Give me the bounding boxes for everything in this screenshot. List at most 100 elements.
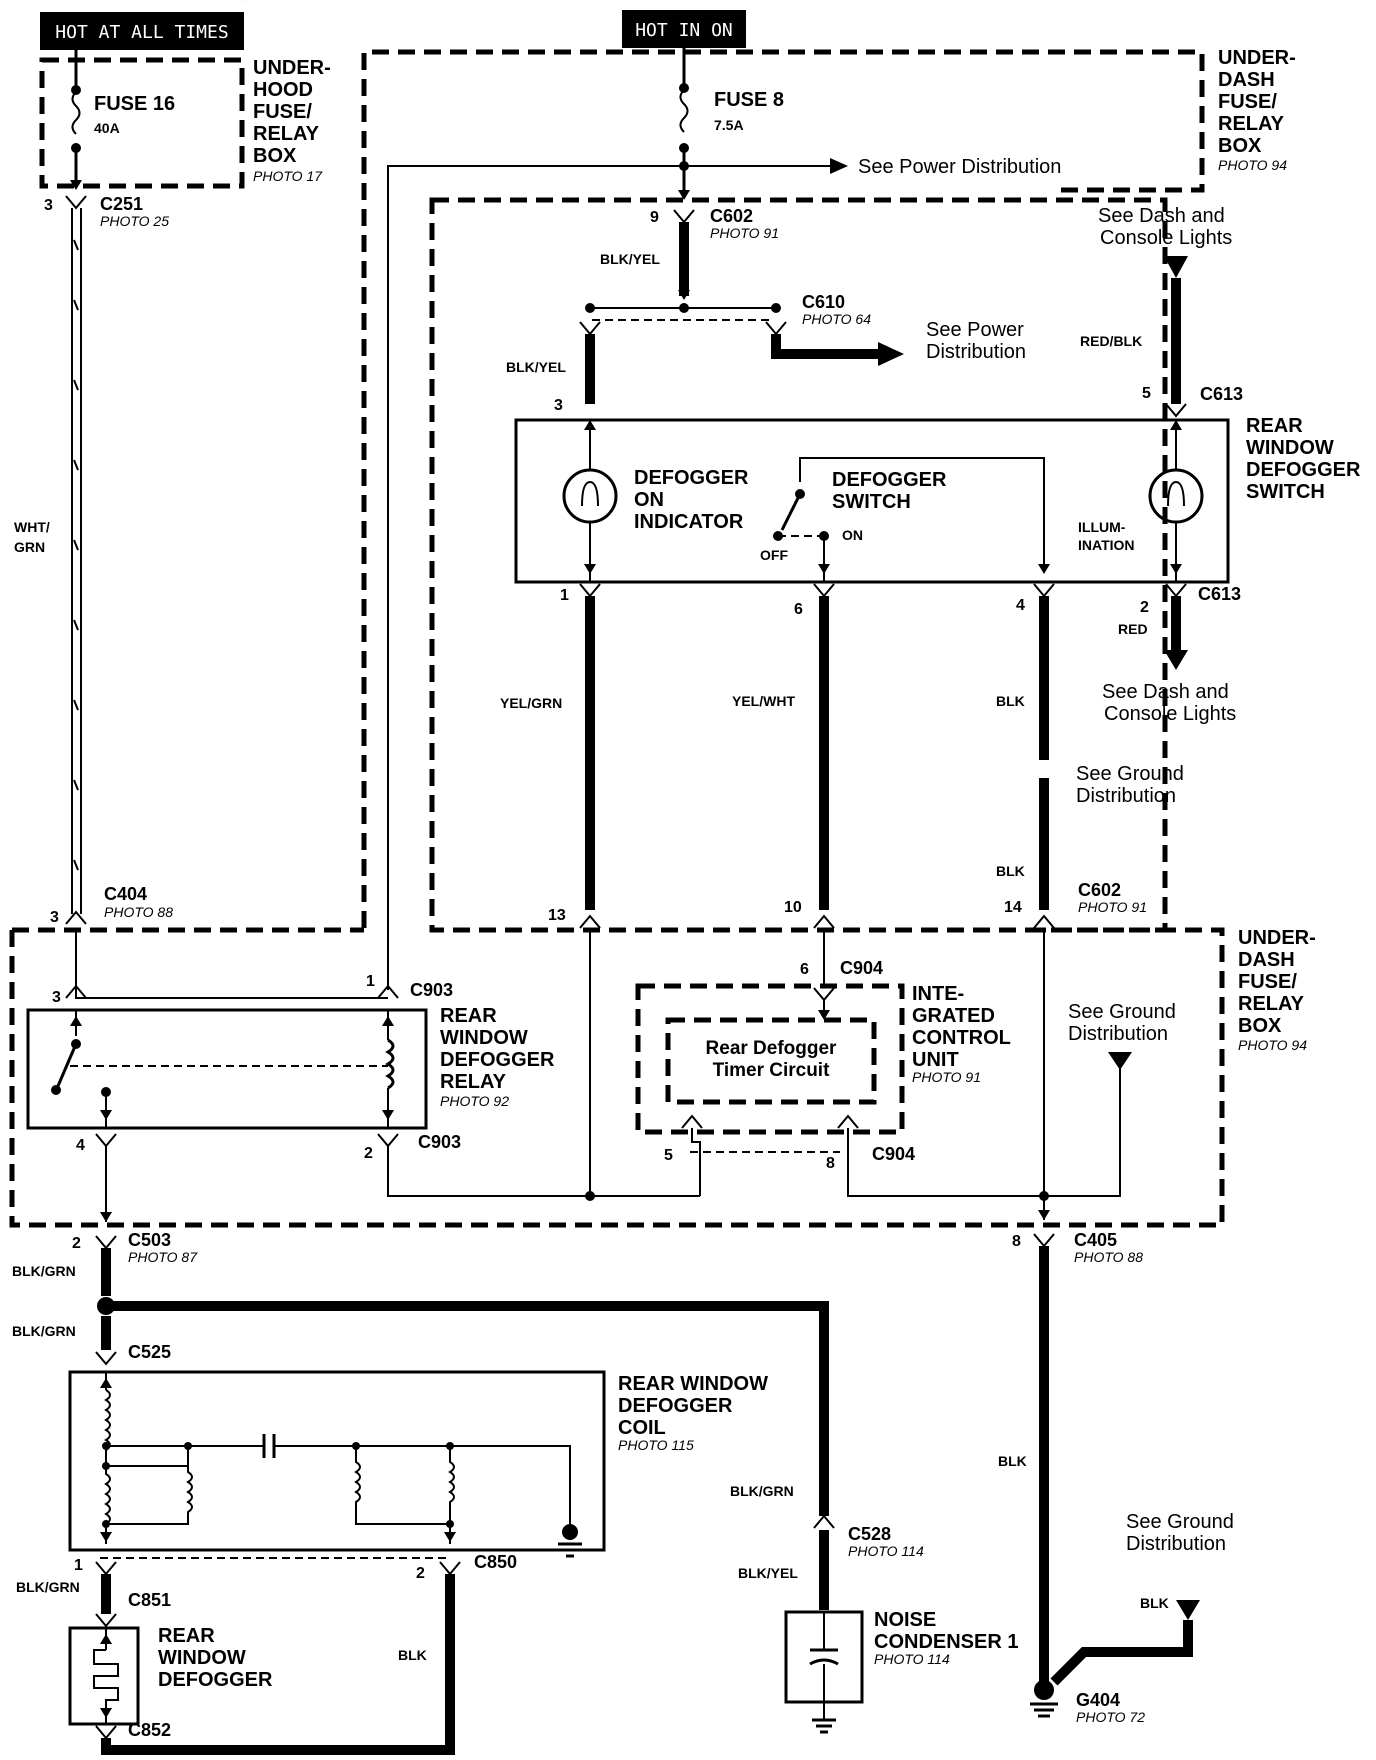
underdash-top-l5: BOX: [1218, 135, 1262, 157]
wire-blk-defogger-return: [101, 1574, 455, 1755]
c851-name: C851: [128, 1590, 171, 1610]
ground3-b: Distribution: [1126, 1533, 1226, 1555]
c610-connector: [765, 321, 787, 336]
underdash-top-photo: PHOTO 94: [1218, 157, 1287, 173]
underhood-l2: HOOD: [253, 79, 313, 101]
dash-top-a: See Dash and: [1098, 205, 1225, 227]
c602-bot-name: C602: [1078, 880, 1121, 900]
blk-label-1: BLK: [996, 693, 1025, 709]
c528-name: C528: [848, 1524, 891, 1544]
switch-l2: WINDOW: [1246, 437, 1334, 459]
coil-l1: REAR WINDOW: [618, 1373, 768, 1395]
switch-l1: REAR: [1246, 415, 1303, 437]
c903-top-name: C903: [410, 980, 453, 1000]
c602-bot-pin3: 14: [1004, 899, 1022, 916]
c903-top-pin-right: 1: [366, 973, 375, 990]
c851-pin: 1: [74, 1557, 83, 1574]
c903-bot-pin-right: 2: [364, 1145, 373, 1162]
timer-outline: [665, 1017, 877, 1105]
c251-pin: 3: [44, 197, 53, 214]
hot-at-all-times-tag: [40, 12, 244, 50]
underhood-box-outline: [39, 57, 245, 189]
dash-top-b: Console Lights: [1100, 227, 1232, 249]
fuse16-rating: 40A: [94, 120, 120, 136]
underdash-bottom-l5: BOX: [1238, 1015, 1282, 1037]
illumination-l2: INATION: [1078, 537, 1135, 553]
red-blk-label: RED/BLK: [1080, 333, 1142, 349]
blk-label-5: BLK: [1140, 1595, 1169, 1611]
switch-pin-4: 4: [1016, 597, 1025, 614]
underhood-l4: RELAY: [253, 123, 320, 145]
blk-label-4: BLK: [998, 1453, 1027, 1469]
c602-bot-pin2: 10: [784, 899, 802, 916]
noise-l1: NOISE: [874, 1609, 936, 1631]
icu-l4: UNIT: [912, 1049, 959, 1071]
yel-wht-label: YEL/WHT: [732, 693, 795, 709]
c610-name: C610: [802, 292, 845, 312]
icu-l2: GRATED: [912, 1005, 995, 1027]
blk-yel-top-label: BLK/YEL: [600, 251, 660, 267]
yel-grn-label: YEL/GRN: [500, 695, 562, 711]
c903-bot-name: C903: [418, 1132, 461, 1152]
underdash-box-top-outline: [361, 49, 1205, 928]
c613-bottom-pin: 2: [1140, 599, 1149, 616]
icu-photo: PHOTO 91: [912, 1069, 981, 1085]
indicator-l1: DEFOGGER: [634, 467, 749, 489]
c613-top-name: C613: [1200, 384, 1243, 404]
switch-pin-6: 6: [794, 601, 803, 618]
dash-bot-a: See Dash and: [1102, 681, 1229, 703]
c602-top-connector: [673, 209, 695, 224]
relay-l3: DEFOGGER: [440, 1049, 555, 1071]
noise-l2: CONDENSER 1: [874, 1631, 1018, 1653]
defogger-switch-l1: DEFOGGER: [832, 469, 947, 491]
fuse8-name: FUSE 8: [714, 89, 784, 111]
underdash-bottom-l2: DASH: [1238, 949, 1295, 971]
blk-grn-label-4: BLK/GRN: [16, 1579, 80, 1595]
defogger-l1: REAR: [158, 1625, 215, 1647]
c251-name: C251: [100, 194, 143, 214]
wire-blk-grn-noise: [106, 1301, 829, 1516]
g404-ground-icon: [1034, 1680, 1054, 1700]
underdash-top-l2: DASH: [1218, 69, 1275, 91]
switch-off-label: OFF: [760, 547, 788, 563]
noise-photo: PHOTO 114: [874, 1651, 950, 1667]
blk-grn-label-1: BLK/GRN: [12, 1263, 76, 1279]
icu-outline: [635, 983, 905, 1135]
defogger-switch-l2: SWITCH: [832, 491, 911, 513]
illumination-l1: ILLUM-: [1078, 519, 1126, 535]
switch-on-label: ON: [842, 527, 863, 543]
underdash-bottom-l4: RELAY: [1238, 993, 1305, 1015]
c503-pin: 2: [72, 1235, 81, 1252]
timer-l2: Timer Circuit: [713, 1060, 831, 1081]
ground2-a: See Ground: [1068, 1001, 1176, 1023]
switch-l3: DEFOGGER: [1246, 459, 1361, 481]
ground1-b: Distribution: [1076, 785, 1176, 807]
blk-yel-nc-label: BLK/YEL: [738, 1565, 798, 1581]
defogger-l3: DEFOGGER: [158, 1669, 273, 1691]
indicator-bulb-icon: [562, 468, 618, 524]
rear-window-defogger-coil-box: [68, 1370, 606, 1552]
hot-at-all-times-label: HOT AT ALL TIMES: [55, 22, 228, 43]
c904-bot-pin1: 5: [664, 1147, 673, 1164]
wht-grn-label-2: GRN: [14, 539, 45, 555]
coil-l3: COIL: [618, 1417, 666, 1439]
c610-photo: PHOTO 64: [802, 311, 871, 327]
c850-pin: 2: [416, 1565, 425, 1582]
ground3-a: See Ground: [1126, 1511, 1234, 1533]
underhood-l3: FUSE/: [253, 101, 312, 123]
g404-name: G404: [1076, 1690, 1120, 1710]
blk-label-3: BLK: [398, 1647, 427, 1663]
wire-fuse8-to-relay: [387, 165, 684, 990]
c251-connector: [65, 195, 87, 210]
underhood-l1: UNDER-: [253, 57, 331, 79]
coil-photo: PHOTO 115: [618, 1437, 694, 1453]
dash-bot-b: Console Lights: [1104, 703, 1236, 725]
blk-label-2: BLK: [996, 863, 1025, 879]
c850-name: C850: [474, 1552, 517, 1572]
see-power-distribution-1: See Power Distribution: [858, 156, 1061, 178]
underdash-box-bottom-outline: [9, 927, 1225, 1228]
c404-name: C404: [104, 884, 147, 904]
illumination-bulb-icon: [1148, 468, 1204, 524]
blk-grn-label-3: BLK/GRN: [730, 1483, 794, 1499]
